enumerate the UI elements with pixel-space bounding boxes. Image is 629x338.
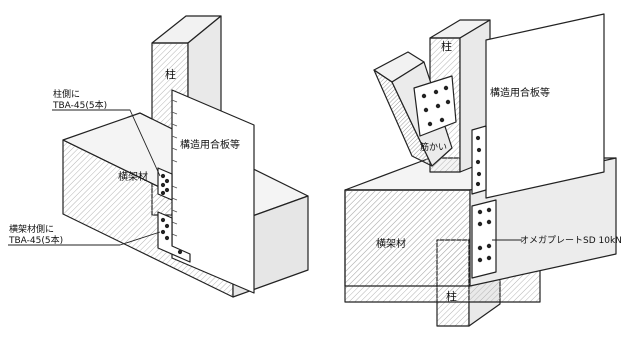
right-column-top-label: 柱 [441,39,452,53]
right-column-bottom-label: 柱 [446,289,457,303]
right-plywood-label: 構造用合板等 [490,86,550,99]
right-brace-bracket [413,75,457,137]
left-beam-callout-line1: 横架材側に [9,223,54,235]
left-column-bracket [157,167,173,201]
left-column-label: 柱 [165,67,176,81]
left-beam-callout-line2: TBA-45(5本) [8,234,63,246]
right-brace-label: 筋かい [420,141,447,153]
left-beam-label: 横架材 [118,170,148,183]
left-column-callout-line2: TBA-45(5本) [52,99,107,111]
left-leader-lines [8,109,161,246]
right-figure [344,13,617,327]
left-beam-bracket [157,211,191,263]
right-plywood-panel [485,13,605,199]
left-plywood-label: 構造用合板等 [180,138,240,151]
right-plate-label: オメガプレートSD 10kN [520,235,622,246]
right-upper-bracket [471,125,487,195]
left-figure [8,15,309,298]
left-column-callout-line1: 柱側に [53,88,80,100]
right-omega-plate [471,199,497,279]
right-beam-label: 横架材 [376,237,406,250]
left-plywood-panel [171,89,255,294]
